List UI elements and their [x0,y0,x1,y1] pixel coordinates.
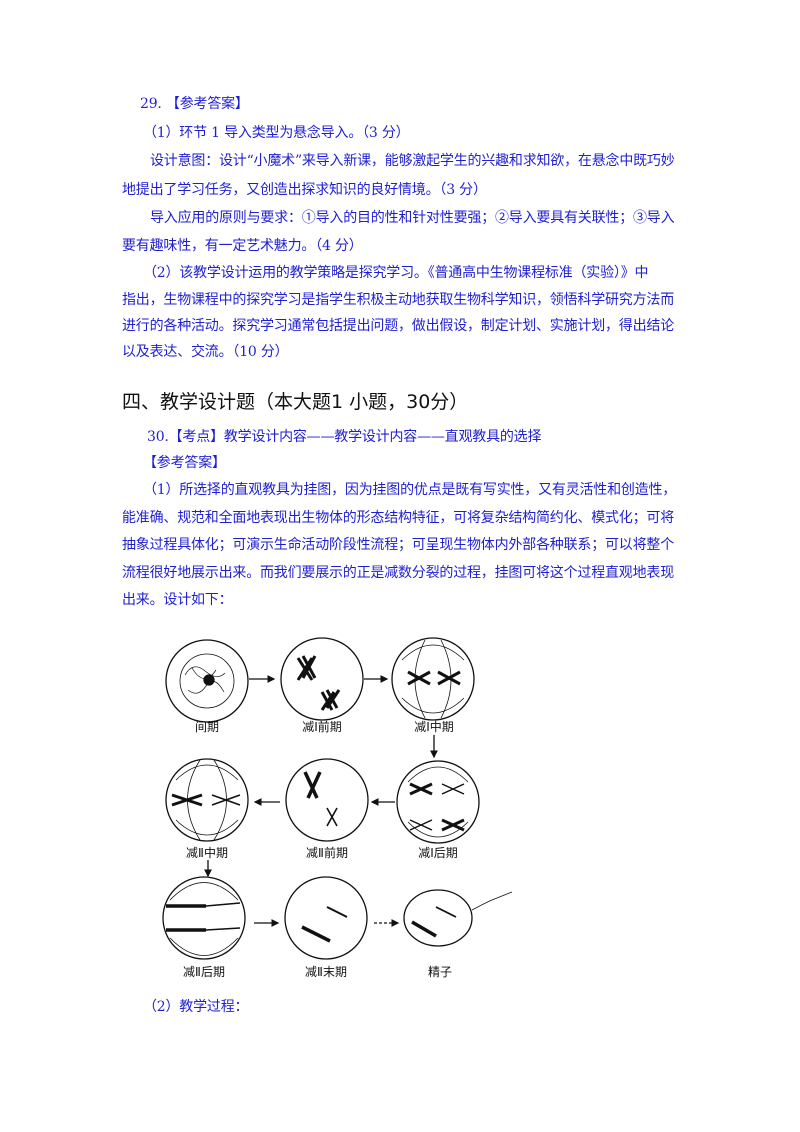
cell-metaphase-2 [165,758,249,842]
q29-line: 以及表达、交流。（10 分） [122,344,289,360]
cell-telophase-2 [284,876,368,960]
q29-line: 导入应用的原则与要求：①导入的目的性和针对性要强；②导入要具有关联性；③导入 [150,210,675,226]
label-metaphase-1: 减Ⅰ中期 [414,719,454,734]
label-metaphase-2: 减Ⅱ中期 [186,845,228,860]
q30-line: 能准确、规范和全面地表现出生物体的形态结构特征，可将复杂结构简约化、模式化；可将 [122,510,674,526]
label-anaphase-1: 减Ⅰ后期 [418,846,458,860]
cell-anaphase-1 [396,760,480,844]
label-anaphase-2: 减Ⅱ后期 [183,965,225,979]
cell-prophase-1 [280,637,364,721]
teaching-process-label: （2）教学过程： [143,999,249,1015]
q29-line: 要有趣味性，有一定艺术魅力。（4 分） [122,238,363,254]
cell-interphase [165,639,249,723]
q30-line: 抽象过程具体化；可演示生命活动阶段性流程；可呈现生物体内外部各种联系；可以将整个 [122,537,674,553]
cell-metaphase-1 [391,637,475,721]
cell-anaphase-2 [162,876,246,960]
label-interphase: 间期 [195,720,219,734]
section-heading: 四、教学设计题（本大题1 小题，30分） [122,391,469,413]
q29-title: 29. 【参考答案】 [140,96,249,112]
label-telophase-2: 减Ⅱ末期 [305,965,347,979]
q29-line: 设计意图：设计“小魔术”来导入新课，能够激起学生的兴趣和求知欲，在悬念中既巧妙 [150,153,675,169]
label-sperm: 精子 [428,965,452,979]
q30-line: 流程很好地展示出来。而我们要展示的正是减数分裂的过程，挂图可将这个过程直观地表现 [122,565,674,581]
q29-line: （1）环节 1 导入类型为悬念导入。（3 分） [143,125,410,141]
q30-line: 出来。设计如下： [122,592,233,608]
label-prophase-1: 减Ⅰ前期 [302,719,342,734]
q29-line: 指出，生物课程中的探究学习是指学生积极主动地获取生物科学知识，领悟科学研究方法而 [122,292,674,308]
q29-line: （2）该教学设计运用的教学策略是探究学习。《普通高中生物课程标准（实验）》中 [143,265,649,281]
q30-line: （1）所选择的直观教具为挂图，因为挂图的优点是既有写实性，又有灵活性和创造性， [143,482,677,498]
q29-line: 进行的各种活动。探究学习通常包括提出问题，做出假设，制定计划、实施计划，得出结论 [122,318,674,334]
answer-label: 【参考答案】 [143,455,226,471]
label-prophase-2: 减Ⅱ前期 [306,845,348,860]
cell-prophase-2 [285,758,369,842]
q30-title: 30.【考点】教学设计内容——教学设计内容——直观教具的选择 [147,429,542,445]
q29-line: 地提出了学习任务，又创造出探求知识的良好情境。（3 分） [122,182,487,198]
sperm-cell [403,889,473,947]
